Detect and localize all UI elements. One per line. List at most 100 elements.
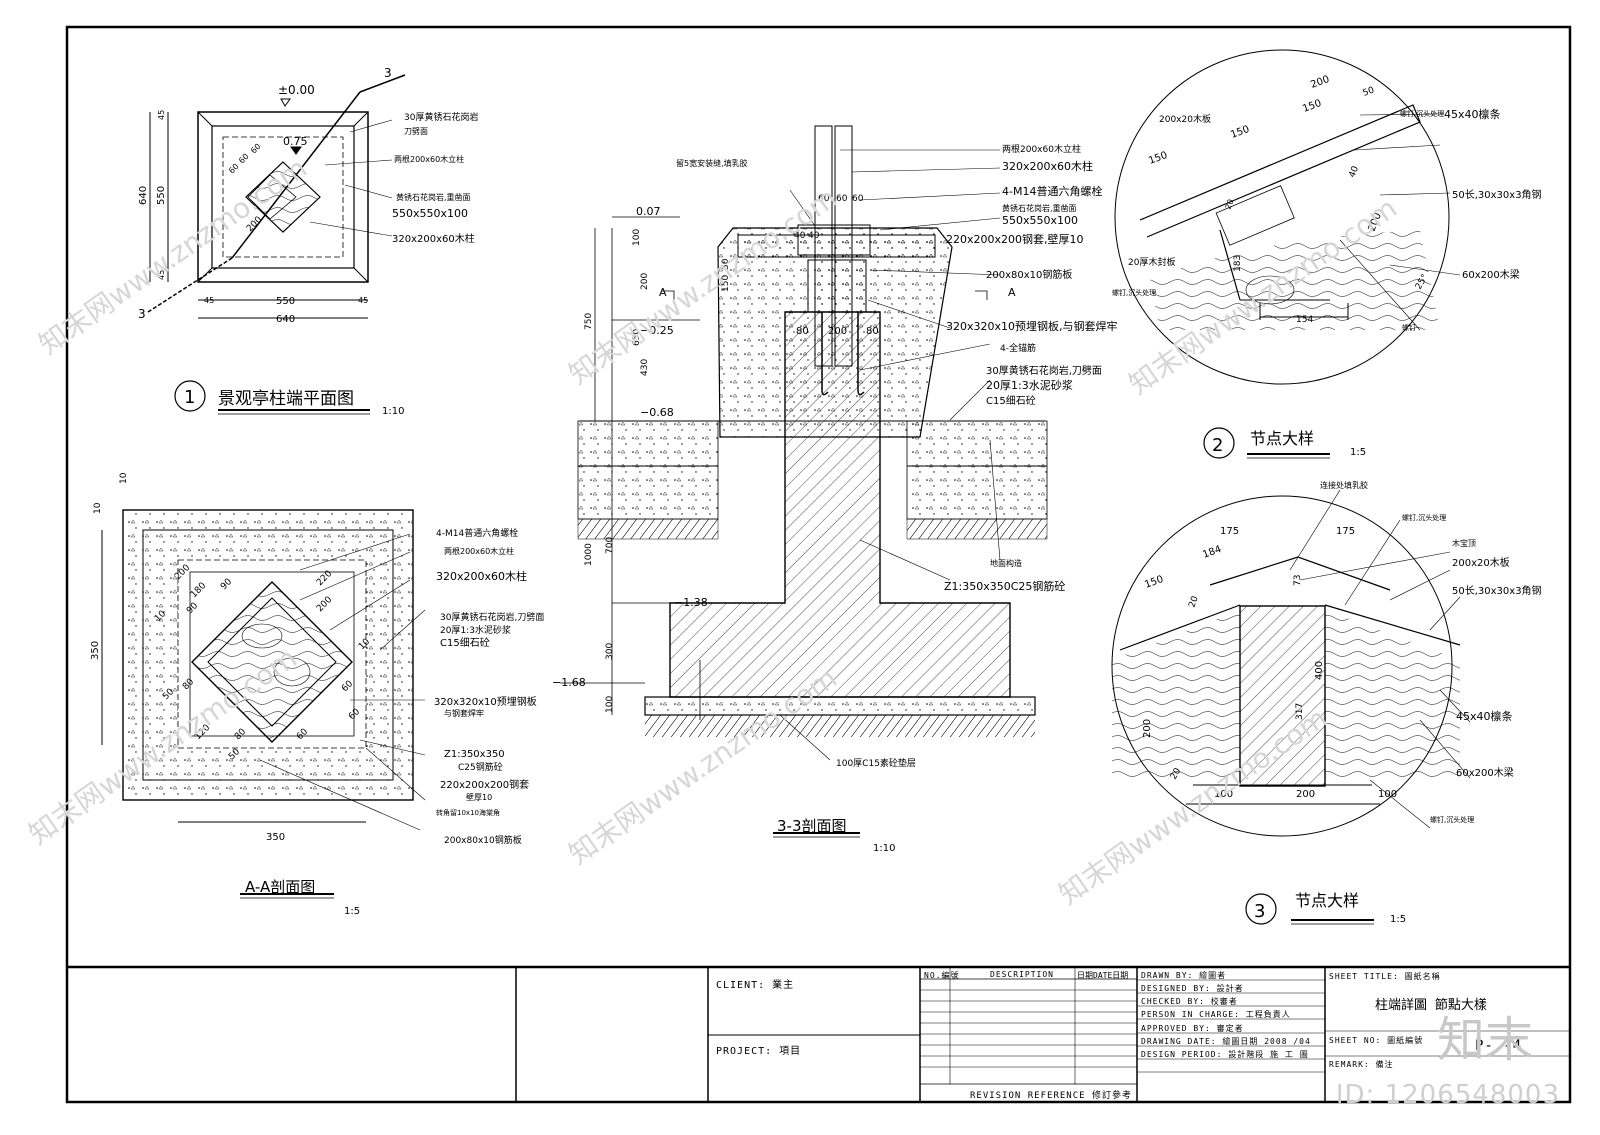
section-33-drawing — [560, 125, 1048, 761]
section-33-dimension: 300 — [605, 643, 615, 660]
section-33-scale: 1:10 — [873, 843, 895, 854]
section-33-dimension: 700 — [605, 537, 615, 554]
section-33-label: 4-M14普通六角螺栓 — [1002, 184, 1102, 198]
plan-1-dimension: 45 — [358, 296, 368, 305]
detail-2-dimension: 200 — [1367, 211, 1384, 233]
section-aa-label: C15细石砼 — [440, 636, 490, 649]
section-aa-label: 壁厚10 — [466, 792, 492, 802]
section-33-dimension: 430 — [640, 359, 650, 376]
plan-1-dimension: 60 — [227, 162, 241, 176]
plan-1-label: 3 — [384, 66, 392, 80]
detail-3-dimension: 150 — [1143, 574, 1165, 591]
section-33-label: C15细石砼 — [986, 394, 1036, 407]
detail-3-number: 3 — [1254, 901, 1265, 922]
section-aa-label: 220x200x200钢套 — [440, 778, 529, 791]
plan-1-dimension: 60 — [237, 152, 251, 166]
section-33-label: 黄锈石花岗岩,重凿面 — [1002, 203, 1077, 213]
section-33-dimension: 150 — [721, 275, 731, 292]
plan-1-dimension: 200 — [245, 215, 264, 234]
section-aa-label: 4-M14普通六角螺栓 — [436, 527, 518, 539]
detail-2-dimension: 20 — [1224, 198, 1236, 211]
section-33-dimension: 60 — [818, 194, 830, 204]
plan-1-dimension: 640 — [138, 186, 149, 205]
section-33-label: 20厚1:3水泥砂浆 — [986, 378, 1073, 392]
section-33-label: A — [659, 286, 667, 299]
detail-3-dimension: 200 — [1142, 719, 1153, 738]
drawing-text-layer: 景观亭柱端平面图 1:10 1 ±0.00 3 3 0.75 30厚黄锈石花岗岩刀劈面两根20… — [90, 66, 1542, 925]
sheet-border — [65, 25, 1572, 1104]
rev-desc-header: DESCRIPTION — [990, 970, 1054, 979]
detail-2-dimension: 200 — [1309, 74, 1331, 91]
detail-2-title: 节点大样 — [1250, 429, 1314, 448]
detail-2-dimension: 50 — [1362, 85, 1376, 98]
plan-1-dimension: 45 — [157, 110, 166, 120]
section-33-dimension: 100 — [632, 229, 642, 246]
section-aa-label: 320x200x60木柱 — [436, 569, 527, 583]
plan-1-label: 0.75 — [283, 135, 308, 148]
plan-1-dimension: 640 — [276, 314, 295, 325]
section-33-level: −0.25 — [640, 324, 674, 337]
section-aa-drawing — [101, 509, 426, 831]
plan-1-number: 1 — [184, 387, 195, 408]
detail-3-title: 节点大样 — [1295, 891, 1359, 910]
section-33-level: −0.68 — [640, 406, 674, 419]
detail-3-label: 200x20木板 — [1452, 556, 1510, 569]
sheet-no: P- -4 — [1475, 1038, 1523, 1054]
detail-2-dimension: 183 — [1233, 255, 1243, 272]
section-33-dimension: 100 — [605, 696, 615, 713]
plan-1-drawing — [147, 74, 406, 319]
plan-1-dimension: 45 — [157, 270, 166, 280]
section-aa-title: A-A剖面图 — [245, 878, 315, 896]
plan-1-label: 30厚黄锈石花岗岩 — [404, 111, 478, 123]
plan-1-title: 景观亭柱端平面图 — [218, 389, 354, 409]
drawing-date: DRAWING DATE: 繪圖日期 2008 /04 — [1141, 1037, 1311, 1046]
detail-2-dimension: 150 — [1229, 124, 1251, 141]
plan-1-dimension: 550 — [156, 186, 167, 205]
section-33-dimension: 40 — [794, 231, 806, 241]
section-33-level: −1.68 — [552, 676, 586, 689]
section-33-label: 320x320x10预埋钢板,与钢套焊牢 — [946, 319, 1118, 333]
plan-1-label: 两根200x60木立柱 — [394, 154, 464, 164]
detail-3-label: 60x200木梁 — [1456, 766, 1514, 779]
section-33-label: Z1:350x350C25钢筋砼 — [944, 579, 1065, 593]
checked-by: CHECKED BY: 校審者 — [1141, 997, 1238, 1006]
section-aa-label: Z1:350x350 — [444, 749, 505, 760]
plan-1-label: ±0.00 — [278, 83, 315, 97]
detail-2-dimension: 154 — [1296, 315, 1313, 325]
detail-2-number: 2 — [1212, 435, 1223, 456]
section-33-level: −1.38 — [674, 596, 708, 609]
design-period: DESIGN PERIOD: 設計階段 施 工 圖 — [1141, 1050, 1309, 1059]
plan-1-dimension: 45 — [204, 296, 214, 305]
section-33-dimension: 60 — [852, 194, 864, 204]
section-aa-label: 两根200x60木立柱 — [444, 546, 514, 556]
section-33-dimension: 200 — [640, 273, 650, 290]
sheet-title-label: SHEET TITLE: 圖紙名稱 — [1329, 972, 1441, 981]
sheet-no-label: SHEET NO: 圖紙編號 — [1329, 1036, 1424, 1045]
detail-3-drawing — [1111, 489, 1471, 837]
section-aa-scale: 1:5 — [344, 906, 360, 917]
section-33-dimension: 40 — [808, 231, 820, 241]
watermark-logo: 知末 — [1437, 1012, 1534, 1068]
detail-3-dimension: 184 — [1201, 544, 1223, 561]
section-33-label: 两根200x60木立柱 — [1002, 143, 1081, 155]
detail-3-label: 木宝顶 — [1452, 538, 1476, 548]
section-33-label: 留5宽安装缝,填乳胶 — [676, 158, 748, 168]
detail-3-scale: 1:5 — [1390, 914, 1406, 925]
section-33-dimension: 200 — [828, 326, 847, 337]
section-aa-label: 320x320x10预埋钢板 — [434, 695, 537, 708]
drawn-by: DRAWN BY: 繪圖者 — [1141, 971, 1227, 980]
detail-3-dimension: 317 — [1295, 703, 1305, 720]
detail-3-dimension: 175 — [1336, 526, 1355, 537]
person-in-charge: PERSON IN CHARGE: 工程負責人 — [1141, 1010, 1291, 1019]
plan-1-label: 刀劈面 — [404, 126, 428, 136]
rev-date-header: 日期DATE日期 — [1077, 971, 1129, 980]
section-33-label: A — [1008, 286, 1016, 299]
detail-2-dimension: 40 — [1348, 165, 1362, 180]
detail-2-label: 200x20木板 — [1159, 113, 1211, 125]
detail-3-dimension: 175 — [1220, 526, 1239, 537]
rev-no-header: NO.編號 — [924, 971, 960, 980]
detail-2-label: 螺钉 — [1402, 323, 1416, 332]
section-33-dimension: 1000 — [584, 543, 594, 566]
